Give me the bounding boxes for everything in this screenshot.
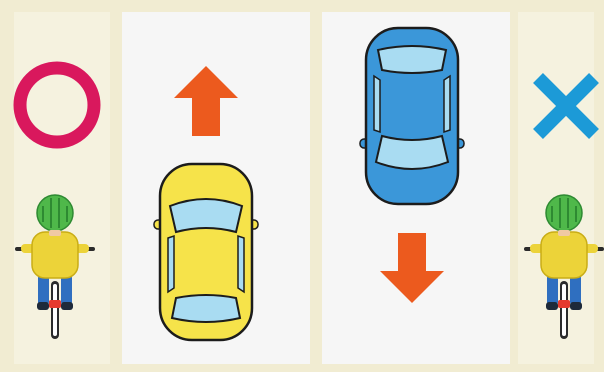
blue-car-icon xyxy=(360,28,464,204)
sidewalk-right xyxy=(518,12,594,364)
yellow-car-icon xyxy=(154,164,258,340)
